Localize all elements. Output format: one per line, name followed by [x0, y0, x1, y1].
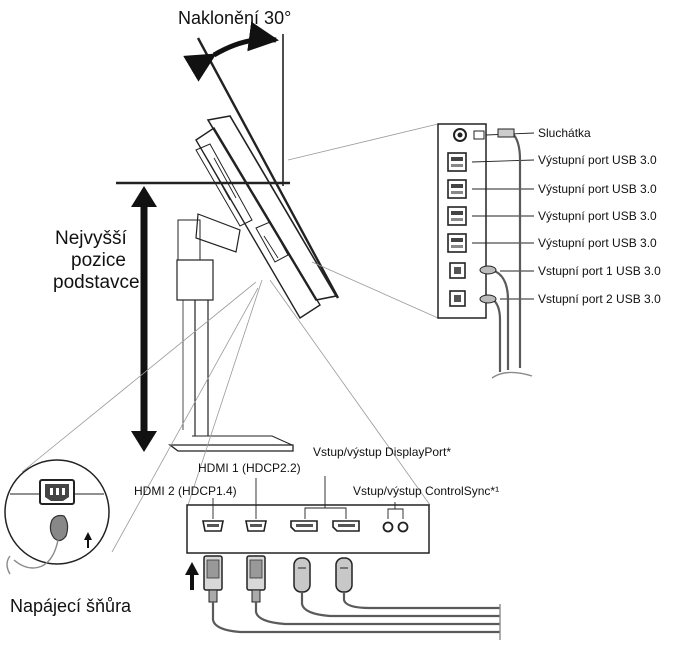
- usb-downstream-port-2: [447, 179, 467, 199]
- power-cord-cable: [13, 539, 59, 569]
- displayport-plug-1: [293, 557, 311, 593]
- height-arrow-up-head-icon: [131, 186, 157, 207]
- video-panel-frame: [186, 504, 430, 554]
- headphones-label: Sluchátka: [538, 126, 591, 140]
- tilt-indicator: Naklonění 30°: [116, 8, 340, 299]
- leader-lines: [21, 123, 439, 553]
- usb-upstream-label-2: Vstupní port 2 USB 3.0: [538, 292, 661, 306]
- usb-downstream-port-1: [447, 152, 467, 172]
- video-panel: Vstup/výstup DisplayPort* HDMI 1 (HDCP2.…: [134, 445, 501, 640]
- headphone-jack-center: [457, 132, 463, 138]
- displayport-cable-2: [342, 592, 500, 610]
- usb-downstream-label-1: Výstupní port USB 3.0: [538, 153, 657, 167]
- usb-downstream-label-4: Výstupní port USB 3.0: [538, 236, 657, 250]
- usb-upstream-cable-1: [480, 268, 510, 370]
- height-indicator: Nejvyšší pozice podstavce: [53, 186, 157, 452]
- hdmi-2-port: [202, 520, 224, 532]
- usb-downstream-label-2: Výstupní port USB 3.0: [538, 182, 657, 196]
- usb-upstream-port-1: [449, 262, 466, 279]
- usb-downstream-port-3: [447, 206, 467, 226]
- usb-upstream-plug-1: [479, 265, 497, 275]
- leader-power-bottom: [111, 287, 259, 553]
- controlsync-bracket: [387, 502, 404, 519]
- tilt-label: Naklonění 30°: [178, 8, 291, 28]
- usb-upstream-plug-2: [479, 294, 497, 304]
- vent-line-2: [213, 157, 237, 199]
- vent-grille-lower: [255, 221, 289, 263]
- monitor-back-cover: [195, 127, 321, 319]
- vent-line-1: [207, 159, 231, 201]
- height-arrow-down-head-icon: [131, 431, 157, 452]
- controlsync-label: Vstup/výstup ControlSync*¹: [353, 484, 499, 498]
- vent-line-3: [263, 235, 279, 259]
- up-arrow-icon: [185, 562, 199, 575]
- displayport-bracket: [304, 476, 347, 519]
- usb-1-leader: [471, 159, 535, 163]
- hdmi-2-plug: [203, 555, 223, 603]
- stand-foot: [192, 435, 293, 446]
- usb-downstream-port-4: [447, 233, 467, 253]
- usb-panel: Sluchátka Výstupní port USB 3.0 Výstupní…: [437, 123, 661, 379]
- leader-video-right: [269, 279, 431, 506]
- power-inlet-magnifier: [4, 459, 110, 565]
- power-cord-tail: [6, 555, 11, 575]
- usb-upstream-label-1: Vstupní port 1 USB 3.0: [538, 264, 661, 278]
- headphone-cable: [500, 131, 522, 368]
- stand-column-upper: [176, 259, 214, 301]
- power-cord-label: Napájecí šňůra: [10, 596, 132, 616]
- usb-upstream-port-2: [449, 290, 466, 307]
- hdmi-1-plug: [246, 555, 266, 603]
- displayport-port-1: [290, 520, 318, 532]
- double-headed-curved-arrow-icon: [183, 21, 279, 82]
- stand-base: [168, 444, 294, 452]
- hdmi-2-cable: [211, 602, 500, 634]
- tilt-hinge: [195, 213, 241, 253]
- hdmi-2-label: HDMI 2 (HDCP1.4): [134, 484, 237, 498]
- highest-position-label-3: podstavce: [53, 272, 140, 293]
- displayport-label: Vstup/výstup DisplayPort*: [313, 445, 451, 459]
- hdmi-1-cable: [254, 602, 500, 626]
- power-cord-plug: [49, 514, 69, 542]
- leader-usb-top: [287, 123, 439, 161]
- hdmi-1-label: HDMI 1 (HDCP2.2): [198, 461, 301, 475]
- monitor-side-view: [168, 115, 338, 452]
- usb-panel-frame: [437, 123, 487, 319]
- usb-upstream-cable-2: [480, 297, 502, 372]
- highest-position-label-2: pozice: [71, 250, 126, 271]
- displayport-plug-2: [335, 557, 353, 593]
- power-inlet-detail: Napájecí šňůra: [4, 459, 132, 616]
- headphone-symbol-icon: [473, 130, 485, 140]
- leader-usb-bottom: [311, 261, 439, 319]
- monitor-panel: [206, 115, 338, 301]
- controlsync-jack-2: [397, 521, 409, 533]
- vent-grille-upper: [195, 143, 253, 227]
- controlsync-jack-1: [382, 521, 394, 533]
- usb-downstream-label-3: Výstupní port USB 3.0: [538, 209, 657, 223]
- displayport-cable-1: [300, 592, 500, 618]
- ac-inlet-icon: [39, 479, 75, 505]
- displayport-port-2: [332, 520, 360, 532]
- highest-position-label-1: Nejvyšší: [55, 228, 128, 249]
- headphone-plug: [497, 128, 515, 138]
- hdmi-1-port: [245, 520, 267, 532]
- leader-video-left: [187, 279, 263, 506]
- power-up-arrow-icon: [84, 532, 92, 540]
- leader-power-top: [21, 281, 257, 473]
- cable-bundle-end: [491, 371, 533, 379]
